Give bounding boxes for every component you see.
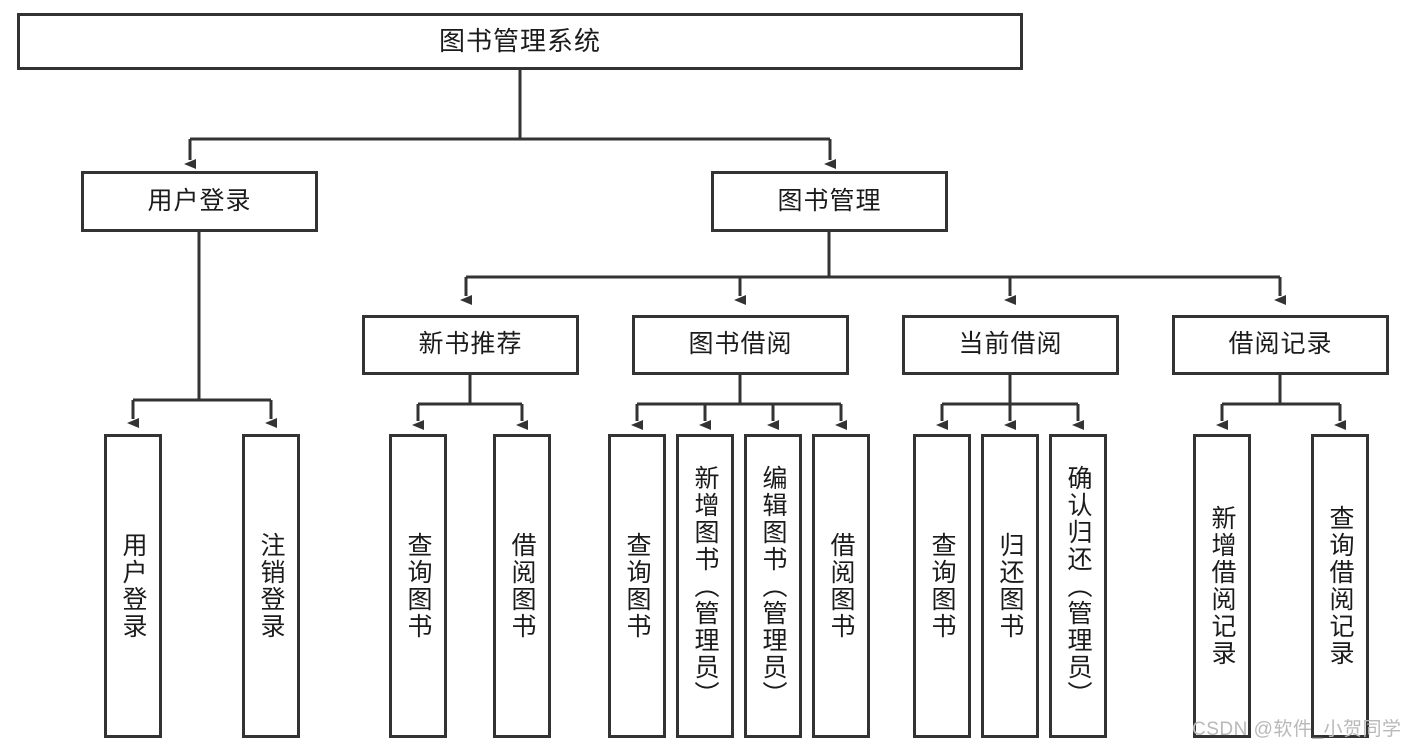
leaf-label: 新增借阅记录 [1208, 505, 1236, 667]
leaf-label: 查询图书 [928, 532, 956, 640]
leaf-confirm-return[interactable]: 确认归还（管理员） [1049, 434, 1107, 738]
leaf-label: 查询借阅记录 [1326, 505, 1354, 667]
leaf-add-record[interactable]: 新增借阅记录 [1193, 434, 1251, 738]
leaf-label: 注销登录 [257, 532, 285, 640]
leaf-label: 新增图书（管理员） [691, 464, 719, 708]
csdn-watermark: CSDN @软件_小贺同学 [1192, 719, 1402, 740]
leaf-label: 借阅图书 [508, 532, 536, 640]
leaf-user-login[interactable]: 用户登录 [104, 434, 162, 738]
leaf-label: 借阅图书 [827, 532, 855, 640]
leaf-user-logout[interactable]: 注销登录 [242, 434, 300, 738]
leaf-borrow-book-2[interactable]: 借阅图书 [812, 434, 870, 738]
leaf-edit-book[interactable]: 编辑图书（管理员） [744, 434, 802, 738]
leaf-return-book[interactable]: 归还图书 [981, 434, 1039, 738]
node-current-borrow[interactable]: 当前借阅 [902, 315, 1119, 375]
leaf-query-book-2[interactable]: 查询图书 [608, 434, 666, 738]
leaf-add-book[interactable]: 新增图书（管理员） [676, 434, 734, 738]
leaf-query-book-3[interactable]: 查询图书 [913, 434, 971, 738]
node-user-login[interactable]: 用户登录 [81, 171, 318, 232]
leaf-label: 确认归还（管理员） [1064, 464, 1092, 708]
leaf-label: 用户登录 [119, 532, 147, 640]
node-borrow-record[interactable]: 借阅记录 [1172, 315, 1389, 375]
node-new-book-recommend[interactable]: 新书推荐 [362, 315, 579, 375]
leaf-label: 归还图书 [996, 532, 1024, 640]
leaf-borrow-book-1[interactable]: 借阅图书 [493, 434, 551, 738]
leaf-label: 查询图书 [623, 532, 651, 640]
node-root[interactable]: 图书管理系统 [17, 13, 1023, 70]
leaf-query-record[interactable]: 查询借阅记录 [1311, 434, 1369, 738]
leaf-label: 查询图书 [404, 532, 432, 640]
leaf-query-book-1[interactable]: 查询图书 [389, 434, 447, 738]
node-book-borrow[interactable]: 图书借阅 [632, 315, 849, 375]
leaf-label: 编辑图书（管理员） [759, 464, 787, 708]
node-book-manage[interactable]: 图书管理 [711, 171, 948, 232]
